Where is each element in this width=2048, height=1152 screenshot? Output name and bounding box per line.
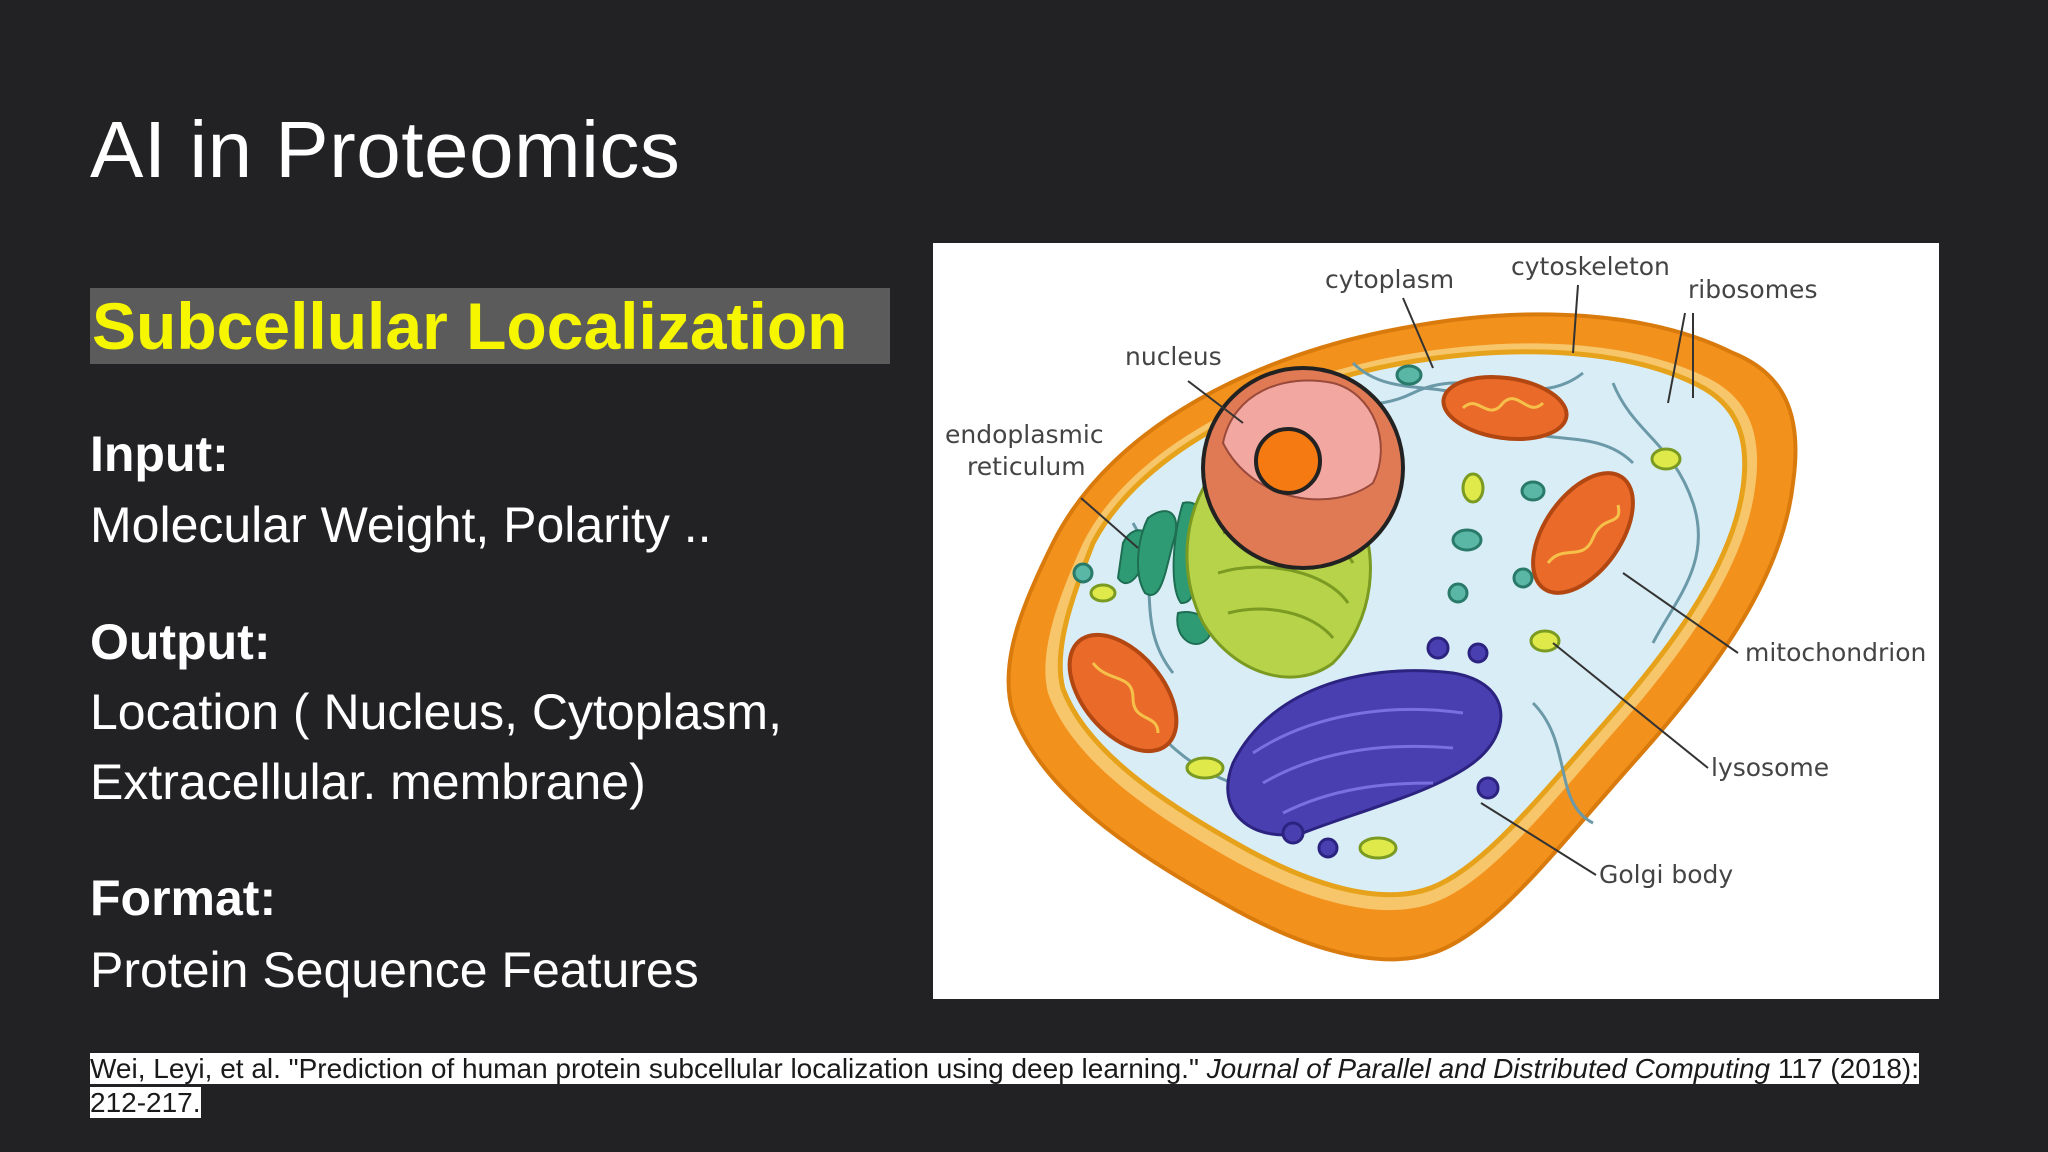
label-er-line2: reticulum xyxy=(967,452,1086,481)
label-cytoskeleton: cytoskeleton xyxy=(1511,252,1670,281)
vesicles xyxy=(1072,364,1546,604)
format-text: Protein Sequence Features xyxy=(90,942,699,998)
label-nucleus: nucleus xyxy=(1125,342,1222,371)
golgi-body xyxy=(1226,636,1503,859)
slide-subtitle: Subcellular Localization xyxy=(92,289,848,363)
cell-diagram-svg: cytoplasm cytoskeleton ribosomes nucleus… xyxy=(945,252,1926,962)
citation-journal: Journal of Parallel and Distributed Comp… xyxy=(1206,1053,1771,1084)
input-text: Molecular Weight, Polarity .. xyxy=(90,497,712,553)
citation: Wei, Leyi, et al. "Prediction of human p… xyxy=(90,1052,1948,1120)
label-ribosomes: ribosomes xyxy=(1688,275,1817,304)
label-golgi-body: Golgi body xyxy=(1599,860,1733,889)
citation-volume-pages: 117 (2018): 212-217. xyxy=(90,1053,1920,1118)
leader-lines xyxy=(1080,284,1739,876)
nucleus-organelle xyxy=(1201,366,1405,570)
input-label: Input: xyxy=(90,426,229,482)
slide-title: AI in Proteomics xyxy=(90,105,681,194)
output-text-line2: Extracellular. membrane) xyxy=(90,754,646,810)
cell-diagram: cytoplasm cytoskeleton ribosomes nucleus… xyxy=(933,243,1939,999)
mitochondria xyxy=(1067,375,1635,754)
format-label: Format: xyxy=(90,870,277,926)
output-text-line1: Location ( Nucleus, Cytoplasm, xyxy=(90,684,782,740)
label-er-line1: endoplasmic xyxy=(945,420,1104,449)
label-lysosome: lysosome xyxy=(1711,753,1829,782)
label-mitochondrion: mitochondrion xyxy=(1745,638,1926,667)
subtitle-highlight xyxy=(90,288,890,364)
lysosomes xyxy=(1089,447,1682,860)
output-label: Output: xyxy=(90,614,271,670)
label-cytoplasm: cytoplasm xyxy=(1325,265,1454,294)
citation-authors-title: Wei, Leyi, et al. "Prediction of human p… xyxy=(90,1053,1207,1084)
